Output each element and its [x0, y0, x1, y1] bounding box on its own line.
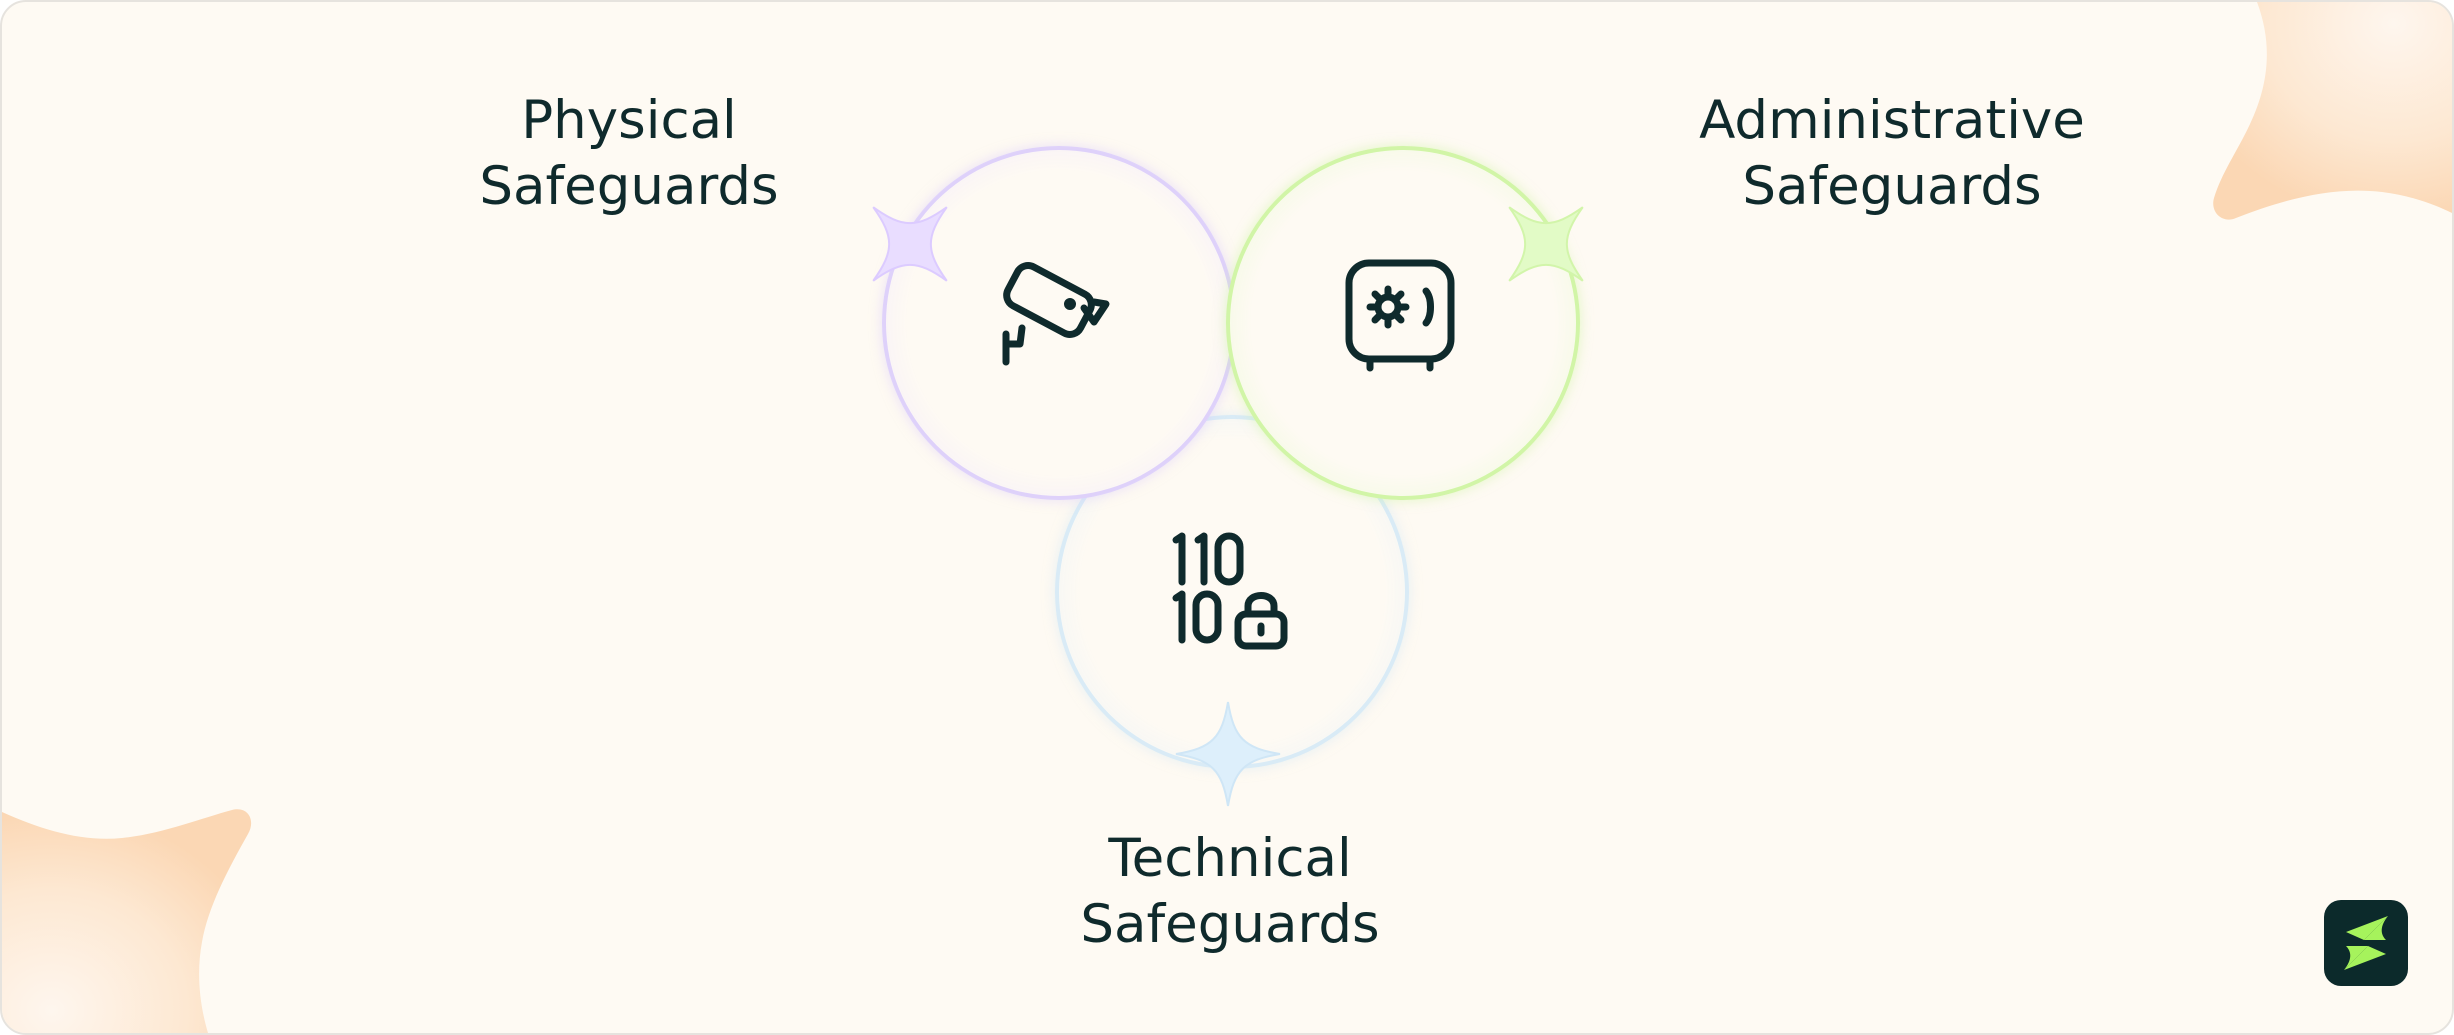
technical-label-line-2: Safeguards	[1080, 894, 1380, 955]
administrative-safeguards-label: Administrative Safeguards	[1682, 88, 2102, 220]
administrative-safeguards-node	[1226, 146, 1580, 500]
physical-label-line-1: Physical	[521, 90, 737, 151]
technical-sparkle-icon	[1175, 701, 1281, 807]
safe-vault-icon	[1345, 259, 1455, 372]
corner-blob-top-right	[2213, 2, 2452, 220]
technical-label-line-1: Technical	[1108, 828, 1352, 889]
security-camera-icon	[1002, 262, 1110, 366]
administrative-label-line-1: Administrative	[1699, 90, 2085, 151]
corner-blob-bottom-left	[2, 809, 252, 1033]
physical-safeguards-label: Physical Safeguards	[464, 88, 794, 220]
binary-lock-icon	[1172, 532, 1288, 650]
brand-logo	[2324, 900, 2408, 986]
brand-logo-mark-icon	[2344, 916, 2388, 970]
technical-safeguards-label: Technical Safeguards	[1062, 826, 1398, 958]
administrative-label-line-2: Safeguards	[1742, 156, 2042, 217]
physical-safeguards-node	[882, 146, 1236, 500]
physical-sparkle-icon	[872, 206, 948, 282]
physical-label-line-2: Safeguards	[479, 156, 779, 217]
administrative-sparkle-icon	[1508, 206, 1584, 282]
